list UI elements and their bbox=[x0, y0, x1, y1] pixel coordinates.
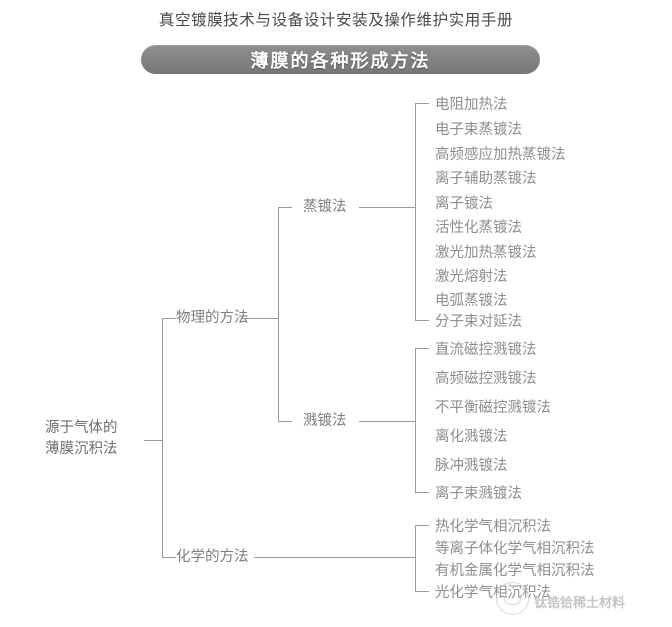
leaf-evaporation-9: 分子束对延法 bbox=[435, 314, 522, 330]
connector-sputtering-stem bbox=[359, 421, 416, 422]
leaf-sputtering-1: 高频磁控溅镀法 bbox=[435, 371, 537, 387]
node-root-line2: 薄膜沉积法 bbox=[45, 441, 118, 457]
connector-evaporation-vertical bbox=[415, 103, 416, 321]
node-root: 源于气体的 薄膜沉积法 bbox=[45, 418, 145, 460]
leaf-chemical-1: 等离子体化学气相沉积法 bbox=[435, 541, 595, 557]
connector-evaporation-bottom bbox=[415, 320, 429, 321]
banner-title: 薄膜的各种形成方法 bbox=[250, 50, 431, 72]
node-physical-method: 物理的方法 bbox=[176, 310, 249, 326]
leaf-chemical-2: 有机金属化学气相沉积法 bbox=[435, 563, 595, 579]
connector-evaporation-stem bbox=[359, 207, 416, 208]
leaf-sputtering-3: 离化溅镀法 bbox=[435, 429, 508, 445]
connector-root-stem bbox=[144, 440, 163, 441]
leaf-evaporation-1: 电子束蒸镀法 bbox=[435, 122, 522, 138]
leaf-evaporation-8: 电弧蒸镀法 bbox=[435, 293, 508, 309]
connector-root-top bbox=[162, 318, 176, 319]
connector-sputtering-top bbox=[415, 348, 429, 349]
banner-background: 薄膜的各种形成方法 bbox=[141, 45, 540, 74]
watermark-circle-logo-icon bbox=[496, 582, 529, 615]
leaf-sputtering-4: 脉冲溅镀法 bbox=[435, 458, 508, 474]
connector-chemical-vertical bbox=[415, 525, 416, 592]
leaf-sputtering-0: 直流磁控溅镀法 bbox=[435, 342, 537, 358]
connector-sputtering-bottom bbox=[415, 492, 429, 493]
leaf-evaporation-3: 离子辅助蒸镀法 bbox=[435, 171, 537, 187]
leaf-sputtering-2: 不平衡磁控溅镀法 bbox=[435, 400, 551, 416]
connector-physical-top bbox=[278, 207, 292, 208]
connector-root-vertical bbox=[162, 318, 163, 558]
connector-physical-stem bbox=[241, 318, 278, 319]
leaf-evaporation-7: 激光熔射法 bbox=[435, 269, 508, 285]
node-sputtering-method: 溅镀法 bbox=[303, 413, 347, 429]
leaf-evaporation-2: 高频感应加热蒸镀法 bbox=[435, 147, 566, 163]
watermark-text: 钛锆铪稀土材料 bbox=[534, 596, 626, 611]
leaf-evaporation-0: 电阻加热法 bbox=[435, 97, 508, 113]
book-title: 真空镀膜技术与设备设计安装及操作维护实用手册 bbox=[158, 11, 514, 29]
connector-sputtering-vertical bbox=[415, 348, 416, 493]
node-evaporation-method: 蒸镀法 bbox=[303, 199, 347, 215]
connector-evaporation-top bbox=[415, 103, 429, 104]
connector-physical-bottom bbox=[278, 421, 292, 422]
connector-chemical-bottom bbox=[415, 591, 429, 592]
leaf-evaporation-6: 激光加热蒸镀法 bbox=[435, 245, 537, 261]
connector-root-bottom bbox=[162, 557, 176, 558]
connector-chemical-top bbox=[415, 525, 429, 526]
leaf-sputtering-5: 离子束溅镀法 bbox=[435, 486, 522, 502]
node-chemical-method: 化学的方法 bbox=[176, 549, 249, 565]
connector-physical-vertical bbox=[278, 207, 279, 422]
node-root-line1: 源于气体的 bbox=[45, 420, 118, 436]
connector-chemical-stem bbox=[254, 557, 416, 558]
leaf-chemical-0: 热化学气相沉积法 bbox=[435, 519, 551, 535]
leaf-evaporation-4: 离子镀法 bbox=[435, 196, 493, 212]
leaf-evaporation-5: 活性化蒸镀法 bbox=[435, 220, 522, 236]
